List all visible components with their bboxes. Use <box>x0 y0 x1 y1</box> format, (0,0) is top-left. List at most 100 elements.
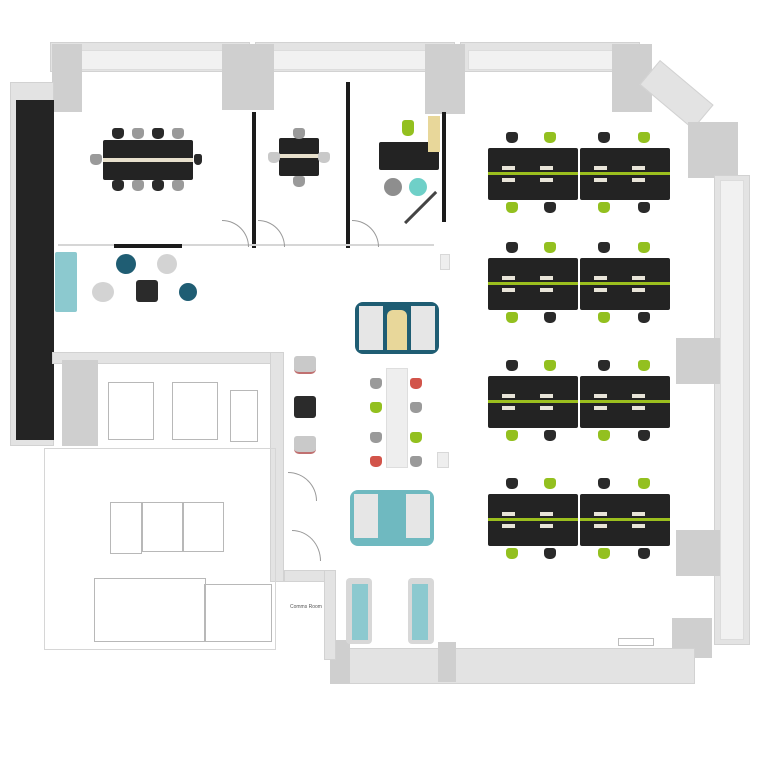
door-comms[interactable] <box>292 530 321 561</box>
bench-desk <box>488 148 578 200</box>
monitor-pad <box>594 512 607 516</box>
task-chair <box>638 242 650 253</box>
pier <box>438 642 456 682</box>
task-chair <box>544 202 556 213</box>
monitor-pad <box>594 166 607 170</box>
task-chair <box>506 430 518 441</box>
monitor-pad <box>540 394 553 398</box>
task-chair <box>506 132 518 143</box>
wc-cubicle <box>142 502 184 552</box>
task-chair <box>544 430 556 441</box>
monitor-pad <box>540 166 553 170</box>
collab-chair <box>370 456 382 467</box>
pier <box>425 44 465 114</box>
pier <box>688 122 738 178</box>
door-meeting[interactable] <box>258 220 285 247</box>
boardroom-chair <box>112 180 124 191</box>
workstation-row-2 <box>488 238 672 330</box>
meeting-chair <box>318 152 330 163</box>
bench-desk <box>488 494 578 546</box>
monitor-pad <box>540 524 553 528</box>
monitor-pad <box>502 406 515 410</box>
boardroom-chair <box>112 128 124 139</box>
task-chair <box>638 202 650 213</box>
radiator <box>618 638 654 646</box>
task-chair <box>598 202 610 213</box>
monitor-pad <box>502 178 515 182</box>
monitor-pad <box>502 524 515 528</box>
monitor-pad <box>502 394 515 398</box>
high-back-sofa-right <box>408 578 434 644</box>
bin <box>440 254 450 270</box>
boardroom-chair <box>152 128 164 139</box>
workstation-row-1 <box>488 128 672 220</box>
collab-chair <box>370 432 382 443</box>
workstation-row-3 <box>488 356 672 448</box>
pier <box>676 338 720 384</box>
task-chair <box>598 132 610 143</box>
office-task-chair <box>402 120 414 136</box>
collab-chair <box>410 402 422 413</box>
monitor-pad <box>502 288 515 292</box>
office-tub-chair-teal <box>409 178 427 196</box>
task-chair <box>506 202 518 213</box>
bench-desk <box>488 376 578 428</box>
task-chair <box>544 478 556 489</box>
task-chair <box>638 312 650 323</box>
monitor-pad <box>632 288 645 292</box>
monitor-pad <box>540 178 553 182</box>
task-chair <box>544 242 556 253</box>
lift-2 <box>172 382 218 440</box>
door-core[interactable] <box>288 472 317 501</box>
collab-chair <box>410 432 422 443</box>
task-chair <box>598 312 610 323</box>
building-core <box>44 360 280 650</box>
window-top-left <box>62 50 242 70</box>
core-pier <box>62 360 98 446</box>
task-chair <box>506 242 518 253</box>
monitor-pad <box>594 288 607 292</box>
task-chair <box>638 478 650 489</box>
breakout-tub-chair <box>92 282 114 302</box>
high-back-sofa-left <box>346 578 372 644</box>
monitor-pad <box>594 394 607 398</box>
task-chair <box>598 430 610 441</box>
door-office[interactable] <box>352 220 379 247</box>
task-chair <box>544 312 556 323</box>
wall-bottom <box>330 648 695 684</box>
lift-1 <box>108 382 154 440</box>
window-top-right <box>468 50 633 70</box>
pier <box>676 530 720 576</box>
task-chair <box>544 360 556 371</box>
office-cabinet <box>428 116 440 152</box>
task-chair <box>638 360 650 371</box>
monitor-pad <box>632 178 645 182</box>
task-chair <box>506 360 518 371</box>
window-top-mid <box>265 50 445 70</box>
monitor-pad <box>632 276 645 280</box>
bench-desk <box>580 258 670 310</box>
monitor-pad <box>540 512 553 516</box>
meeting-chair <box>293 176 305 187</box>
task-chair <box>506 548 518 559</box>
wall-comms-right <box>324 570 336 660</box>
bench-desk <box>580 148 670 200</box>
door-boardroom[interactable] <box>222 220 249 247</box>
task-chair <box>638 430 650 441</box>
task-chair <box>506 312 518 323</box>
core-outline <box>44 448 276 650</box>
boardroom-chair <box>172 180 184 191</box>
wc-cubicle <box>182 502 224 552</box>
partition-boardroom-right <box>252 112 256 248</box>
breakout-sofa <box>55 252 77 312</box>
partition-office-right <box>442 112 446 222</box>
booth-bottom <box>350 490 434 546</box>
office-tub-chair-grey <box>384 178 402 196</box>
task-chair <box>598 478 610 489</box>
collab-table <box>386 368 408 468</box>
meeting-table <box>279 138 319 176</box>
monitor-pad <box>594 276 607 280</box>
monitor-pad <box>632 166 645 170</box>
task-chair <box>506 478 518 489</box>
